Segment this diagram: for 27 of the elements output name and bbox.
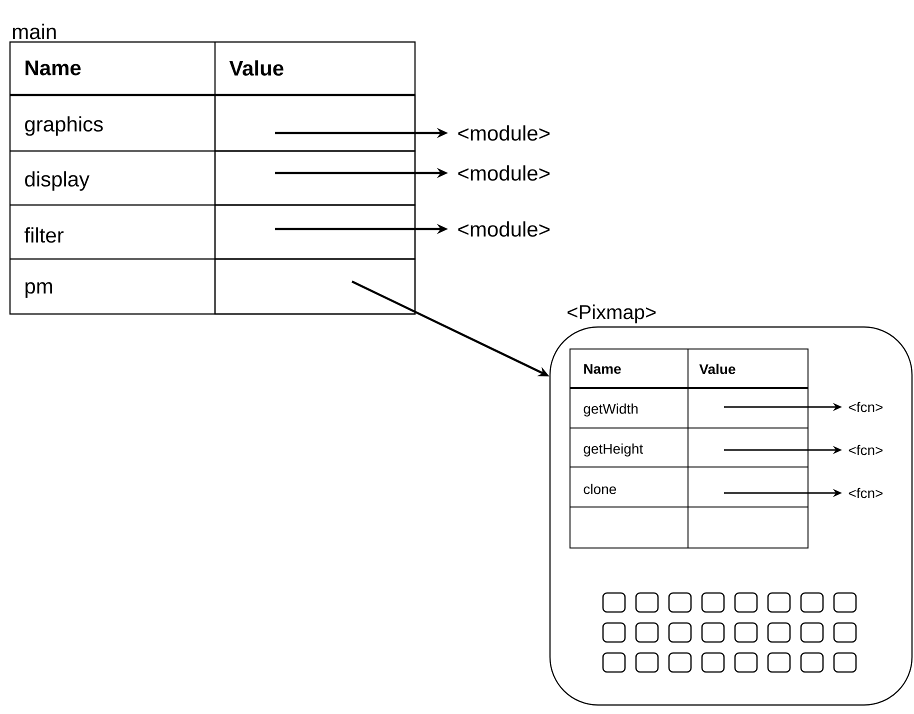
- variable-name: getHeight: [584, 443, 644, 457]
- variable-name: clone: [584, 484, 616, 494]
- type-label: <module>: [458, 221, 550, 237]
- column-header: Value: [699, 364, 736, 374]
- variable-name: graphics: [25, 116, 103, 136]
- variable-name: getWidth: [584, 403, 638, 417]
- type-label: <module>: [458, 165, 550, 181]
- variable-name: display: [25, 171, 90, 191]
- type-label: <fcn>: [848, 444, 883, 456]
- column-header: Value: [229, 60, 284, 76]
- value-cell: [688, 388, 808, 428]
- data-table: [570, 348, 808, 548]
- value-cell: [214, 94, 416, 152]
- type-label: <fcn>: [848, 402, 883, 412]
- value-cell: [688, 466, 808, 508]
- type-label: <fcn>: [848, 488, 883, 498]
- variable-name: filter: [24, 227, 64, 243]
- value-cell: [214, 150, 416, 206]
- column-header: Name: [584, 364, 621, 374]
- value-cell: [214, 204, 416, 260]
- value-cell: [214, 258, 416, 315]
- node-label: <Pixmap>: [568, 304, 656, 324]
- column-header: Name: [26, 60, 81, 76]
- node-label: main: [13, 24, 56, 40]
- variable-name: pm: [26, 282, 52, 298]
- type-label: <module>: [458, 125, 550, 141]
- value-cell: [688, 428, 808, 468]
